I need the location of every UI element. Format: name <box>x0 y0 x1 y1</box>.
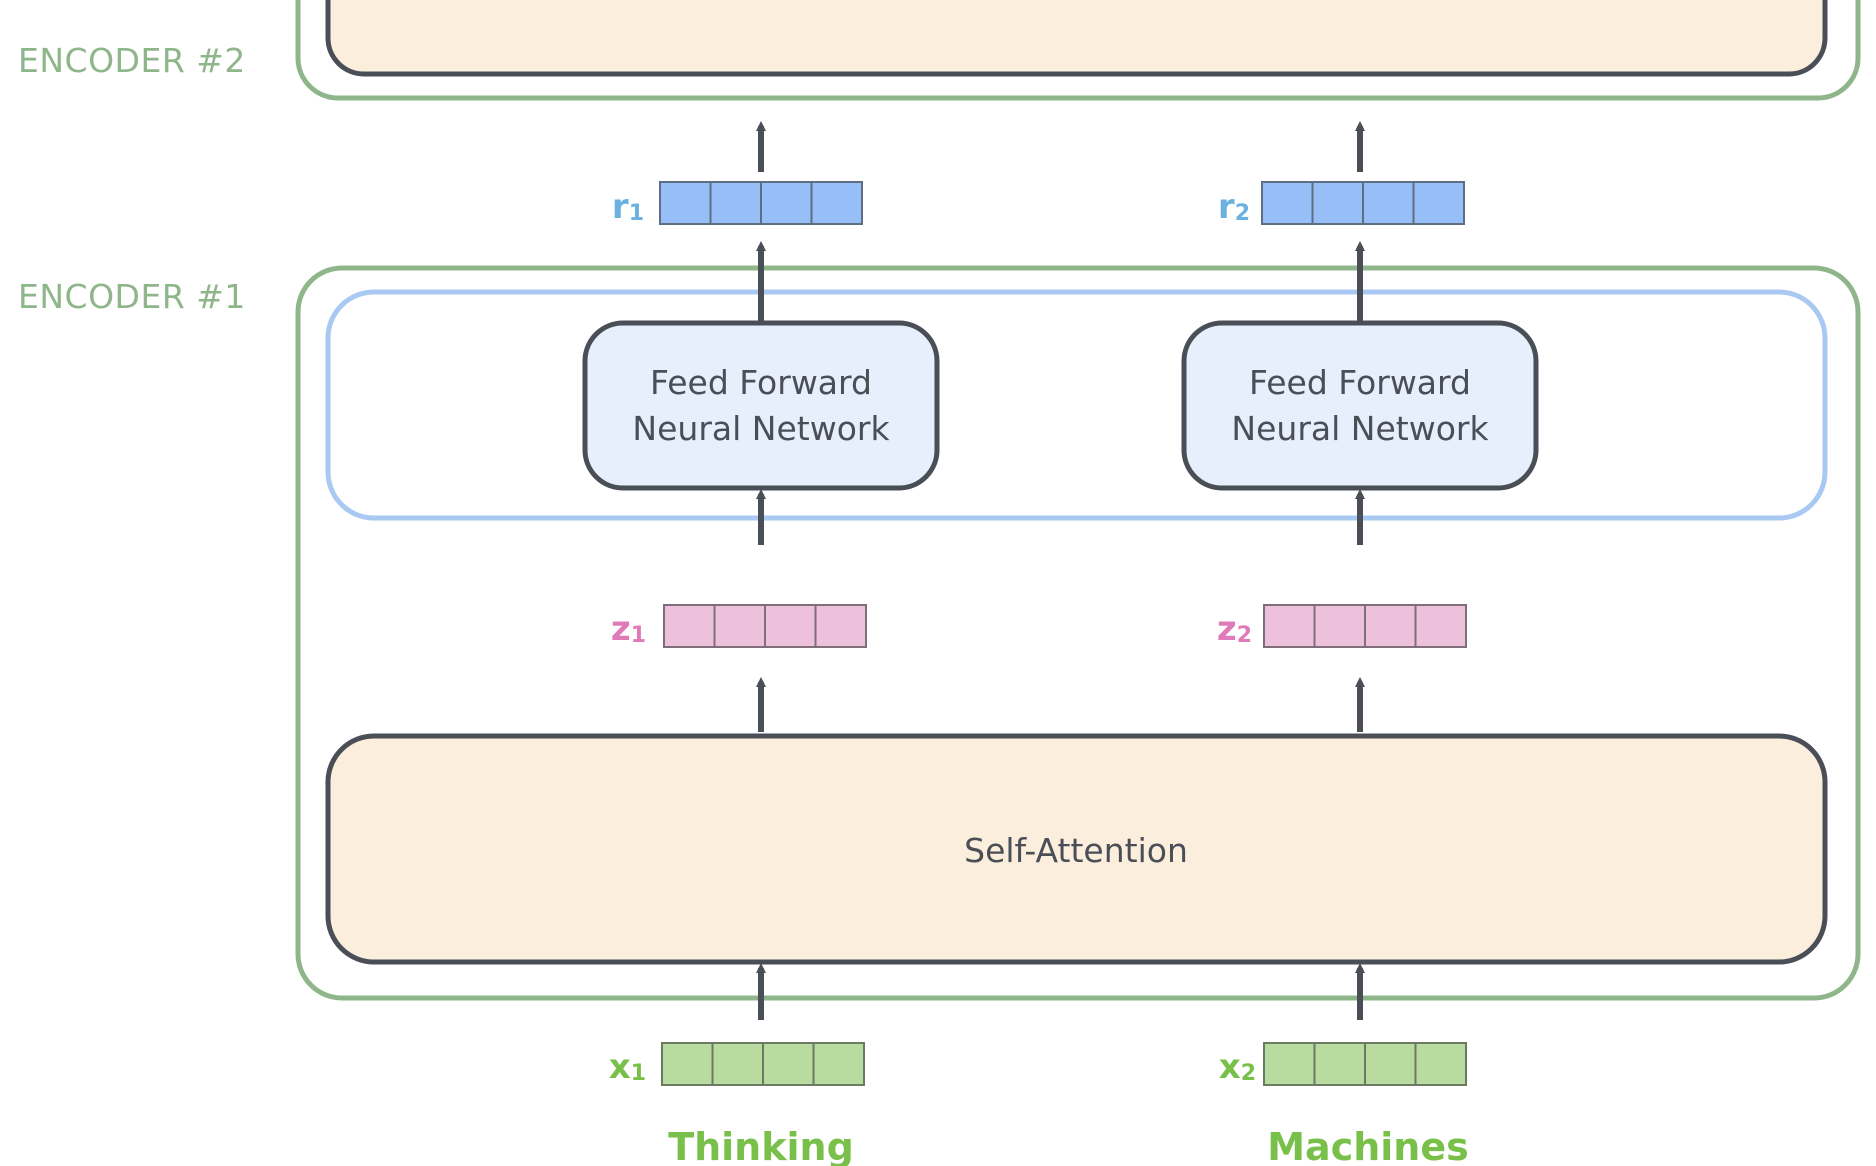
self-attention-label: Self-Attention <box>964 831 1188 870</box>
ffnn-1-line1: Feed Forward <box>650 363 872 402</box>
z2-vector <box>1263 604 1467 648</box>
ffnn-2-line2: Neural Network <box>1231 409 1489 448</box>
encoder-2-label: ENCODER #2 <box>18 41 246 80</box>
ffnn-box-1 <box>582 320 940 491</box>
ffnn-1-line2: Neural Network <box>632 409 890 448</box>
input-word-machines: Machines <box>1267 1125 1469 1166</box>
encoder-1-frame <box>295 265 1861 1001</box>
encoder-2-self-attention-box <box>325 0 1828 77</box>
x1-vector <box>661 1042 865 1086</box>
encoder-1-label: ENCODER #1 <box>18 277 246 316</box>
x2-label: x2 <box>1219 1047 1256 1087</box>
column-thinking: Feed Forward Neural Network r1 z1 x1 <box>582 121 940 1166</box>
z1-vector <box>663 604 867 648</box>
r1-vector <box>659 181 863 225</box>
x1-label: x1 <box>609 1047 646 1087</box>
z1-label: z1 <box>611 609 646 649</box>
ffnn-2-line1: Feed Forward <box>1249 363 1471 402</box>
input-word-thinking: Thinking <box>668 1125 854 1166</box>
ffnn-layer-frame <box>325 289 1828 521</box>
r2-label: r2 <box>1218 187 1250 227</box>
self-attention-box <box>325 733 1828 965</box>
z2-label: z2 <box>1217 609 1252 649</box>
encoder-2-frame <box>295 0 1861 101</box>
ffnn-box-2 <box>1181 320 1539 491</box>
x2-vector <box>1263 1042 1467 1086</box>
r1-label: r1 <box>612 187 644 227</box>
r2-vector <box>1261 181 1465 225</box>
column-machines: Feed Forward Neural Network r2 z2 x2 <box>1181 121 1539 1166</box>
